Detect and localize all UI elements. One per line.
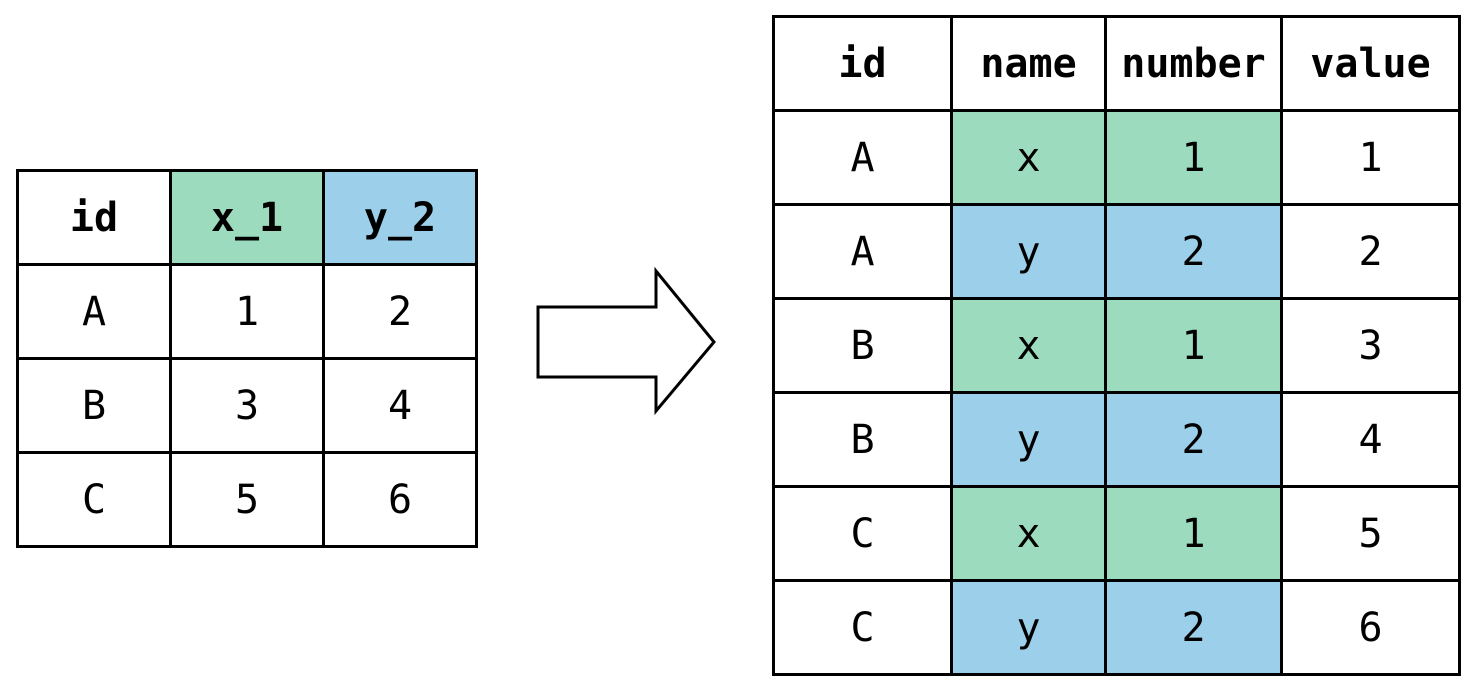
long-table: id name number value A x 1 1 A y 2 2 B x… xyxy=(772,15,1461,676)
number-cell: 2 xyxy=(1104,391,1283,488)
table-cell: B xyxy=(16,357,172,454)
table-cell: 2 xyxy=(322,263,478,360)
number-cell: 1 xyxy=(1104,109,1283,206)
long-header-name: name xyxy=(950,15,1107,112)
long-header-id: id xyxy=(772,15,953,112)
table-cell: 1 xyxy=(169,263,325,360)
name-cell: y xyxy=(950,579,1107,676)
wide-header-id: id xyxy=(16,169,172,266)
name-cell: y xyxy=(950,391,1107,488)
id-cell: B xyxy=(772,297,953,394)
long-table-header-row: id name number value xyxy=(772,15,1461,112)
value-cell: 3 xyxy=(1280,297,1461,394)
long-header-number: number xyxy=(1104,15,1283,112)
table-cell: 4 xyxy=(322,357,478,454)
name-cell: x xyxy=(950,109,1107,206)
number-cell: 1 xyxy=(1104,297,1283,394)
id-cell: A xyxy=(772,203,953,300)
right-arrow-icon xyxy=(536,266,716,416)
value-cell: 2 xyxy=(1280,203,1461,300)
id-cell: C xyxy=(772,579,953,676)
table-row: B y 2 4 xyxy=(772,391,1461,488)
table-row: A x 1 1 xyxy=(772,109,1461,206)
wide-table: id x_1 y_2 A 1 2 B 3 4 C 5 6 xyxy=(16,169,478,548)
table-cell: 3 xyxy=(169,357,325,454)
table-cell: A xyxy=(16,263,172,360)
value-cell: 4 xyxy=(1280,391,1461,488)
table-row: B x 1 3 xyxy=(772,297,1461,394)
wide-table-header-row: id x_1 y_2 xyxy=(16,169,478,266)
number-cell: 2 xyxy=(1104,579,1283,676)
value-cell: 5 xyxy=(1280,485,1461,582)
table-row: A y 2 2 xyxy=(772,203,1461,300)
id-cell: B xyxy=(772,391,953,488)
value-cell: 6 xyxy=(1280,579,1461,676)
table-row: A 1 2 xyxy=(16,263,478,360)
name-cell: x xyxy=(950,297,1107,394)
name-cell: x xyxy=(950,485,1107,582)
table-row: C y 2 6 xyxy=(772,579,1461,676)
table-cell: C xyxy=(16,451,172,548)
value-cell: 1 xyxy=(1280,109,1461,206)
long-header-value: value xyxy=(1280,15,1461,112)
table-row: B 3 4 xyxy=(16,357,478,454)
wide-header-x-1: x_1 xyxy=(169,169,325,266)
number-cell: 2 xyxy=(1104,203,1283,300)
id-cell: A xyxy=(772,109,953,206)
table-row: C x 1 5 xyxy=(772,485,1461,582)
id-cell: C xyxy=(772,485,953,582)
number-cell: 1 xyxy=(1104,485,1283,582)
table-cell: 5 xyxy=(169,451,325,548)
name-cell: y xyxy=(950,203,1107,300)
wide-header-y-2: y_2 xyxy=(322,169,478,266)
table-row: C 5 6 xyxy=(16,451,478,548)
table-cell: 6 xyxy=(322,451,478,548)
